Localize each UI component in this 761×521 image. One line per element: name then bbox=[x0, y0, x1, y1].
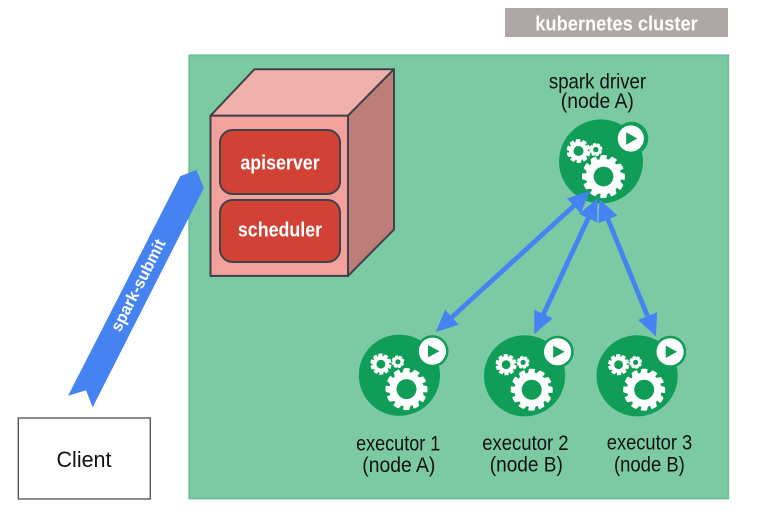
svg-text:executor 2: executor 2 bbox=[482, 432, 568, 455]
svg-text:spark driver: spark driver bbox=[549, 70, 646, 93]
svg-text:Client: Client bbox=[57, 447, 112, 472]
svg-text:kubernetes cluster: kubernetes cluster bbox=[535, 13, 698, 35]
svg-text:scheduler: scheduler bbox=[238, 219, 322, 241]
svg-text:executor 1: executor 1 bbox=[356, 432, 440, 455]
svg-text:(node B): (node B) bbox=[614, 453, 685, 476]
svg-text:apiserver: apiserver bbox=[240, 153, 319, 175]
svg-text:(node A): (node A) bbox=[362, 454, 435, 477]
svg-text:(node B): (node B) bbox=[490, 453, 563, 476]
svg-text:(node A): (node A) bbox=[561, 90, 634, 113]
svg-text:executor 3: executor 3 bbox=[607, 432, 692, 455]
